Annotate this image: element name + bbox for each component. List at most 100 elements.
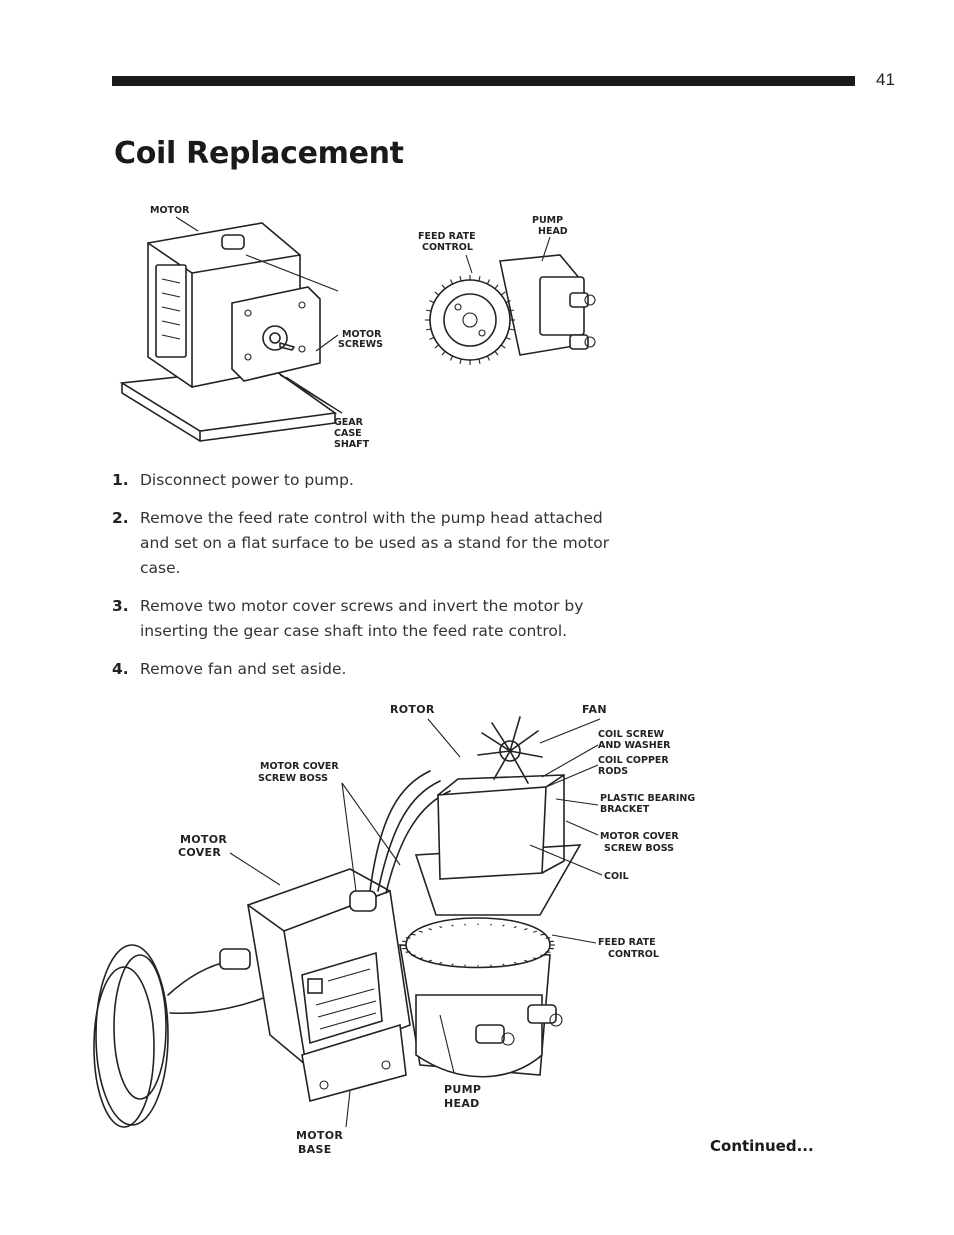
label-pump-head-1: PUMP [444,1083,481,1096]
gear-tooth [478,276,481,282]
label-gear-1: GEAR [334,417,364,428]
pump-head-illustration [425,236,596,365]
gear-tooth [524,959,528,962]
gear-tooth [441,284,446,290]
gear-tooth [500,344,506,349]
step-text: Disconnect power to pump. [140,471,354,489]
label-pump-head-2: HEAD [538,226,568,237]
gear-tooth [449,355,454,361]
step-item: 3. Remove two motor cover screws and inv… [112,594,632,644]
gear-tooth [513,961,517,965]
label-feed-rate-2: CONTROL [422,242,473,253]
label-coil-copper-1: COIL COPPER [598,755,669,766]
gear-tooth [434,344,440,349]
gear-tooth [459,276,462,282]
fan-blades [477,716,543,784]
label-fan: FAN [582,703,607,716]
label-plastic-bearing-2: BRACKET [600,804,650,815]
label-gear-2: CASE [334,428,362,439]
gear-tooth [429,299,435,304]
gear-tooth [540,933,545,936]
label-coil-screw-1: COIL SCREW [598,729,665,740]
gear-tooth [449,279,454,285]
gear-tooth [508,309,514,312]
gear-tooth [418,930,423,933]
label-feed-rate-2: CONTROL [608,949,659,960]
gear-tooth [429,336,435,341]
gear-tooth [426,309,432,312]
label-motor-cover-1: MOTOR [180,833,227,846]
label-plastic-bearing-1: PLASTIC BEARING [600,793,695,804]
gear-tooth [490,923,492,926]
figure-motor-and-pump-head: MOTOR MOTOR SCREWS GEAR CASE SHAFT FEED … [119,205,596,450]
label-coil-screw-2: AND WASHER [598,740,671,751]
gear-tooth [502,924,505,927]
page-title: Coil Replacement [114,136,404,171]
label-motor-cover-2: COVER [178,846,221,859]
figure-disassembled-pump: ROTOR FAN COIL SCREW AND WASHER COIL COP… [93,703,695,1156]
header-rule [112,76,855,86]
gear-tooth [451,924,454,927]
step-number: 4. [112,660,129,678]
gear-tooth [502,963,505,966]
gear-tooth [486,355,491,361]
gear-tooth [478,358,481,364]
gear-tooth [464,964,466,967]
label-pump-head-2: HEAD [444,1097,480,1110]
gear-tooth [513,925,517,929]
step-item: 2. Remove the feed rate control with the… [112,506,632,581]
gear-tooth [540,954,545,957]
gear-tooth [464,923,466,926]
gear-tooth [439,961,443,965]
label-coil-copper-2: RODS [598,766,628,777]
label-motor-screws-2: SCREWS [338,339,383,350]
label-feed-rate-1: FEED RATE [418,231,476,242]
label-screw-boss-right-2: SCREW BOSS [604,843,674,854]
gear-tooth [494,350,499,356]
gear-tooth [411,933,416,936]
page-number: 41 [876,70,895,89]
motor-illustration [119,216,343,442]
step-text: Remove two motor cover screws and invert… [140,597,584,640]
gear-tooth [459,358,462,364]
gear-tooth [439,925,443,929]
gear-tooth [428,928,432,931]
gear-tooth [508,328,514,331]
label-motor-base-1: MOTOR [296,1129,343,1142]
gear-tooth [505,336,511,341]
gear-tooth [505,299,511,304]
step-text: Remove the feed rate control with the pu… [140,509,610,577]
disassembled-pump-illustration [93,716,603,1128]
gear-tooth [418,957,423,960]
step-item: 1. Disconnect power to pump. [112,468,632,493]
label-rotor: ROTOR [390,703,435,716]
label-pump-head-1: PUMP [532,215,563,226]
gear-tooth [434,291,440,296]
label-motor-base-2: BASE [298,1143,332,1156]
gear-tooth [494,284,499,290]
gear-tooth [426,328,432,331]
label-coil: COIL [604,871,629,882]
step-text: Remove fan and set aside. [140,660,347,678]
step-number: 3. [112,597,129,615]
label-motor: MOTOR [150,205,190,216]
gear-tooth [441,350,446,356]
label-feed-rate-1: FEED RATE [598,937,656,948]
gear-tooth [428,959,432,962]
step-item: 4. Remove fan and set aside. [112,657,632,682]
step-number: 1. [112,471,129,489]
label-motor-screws-1: MOTOR [342,329,382,340]
gear-tooth [533,930,538,933]
label-screw-boss-right-1: MOTOR COVER [600,831,679,842]
gear-tooth [411,954,416,957]
instruction-steps: 1. Disconnect power to pump. 2. Remove t… [112,468,632,695]
gear-tooth [524,928,528,931]
label-gear-3: SHAFT [334,439,370,450]
gear-tooth [500,291,506,296]
gear-tooth [486,279,491,285]
gear-tooth [490,964,492,967]
label-screw-boss-left-1: MOTOR COVER [260,761,339,772]
continued-note: Continued... [710,1137,814,1155]
label-screw-boss-left-2: SCREW BOSS [258,773,328,784]
step-number: 2. [112,509,129,527]
